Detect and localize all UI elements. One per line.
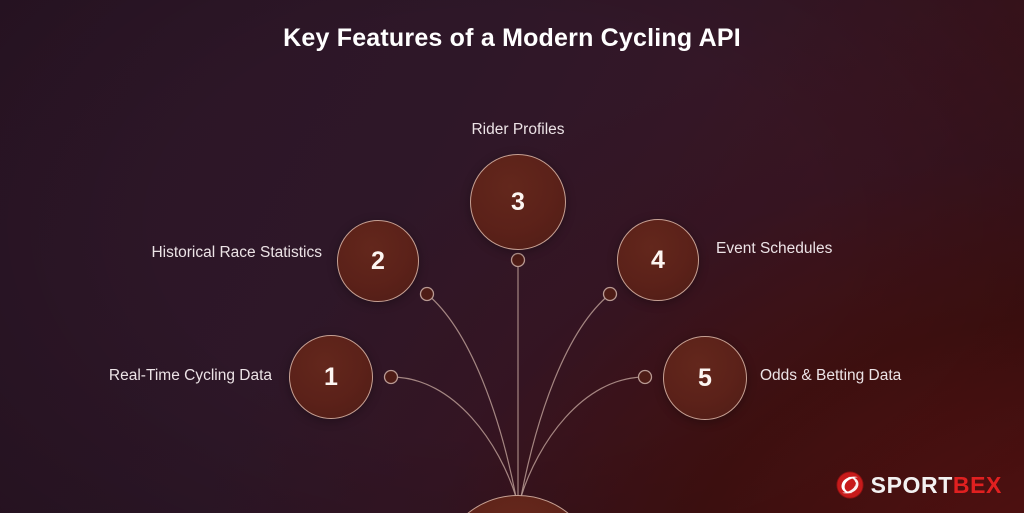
connector-dot-5	[637, 369, 653, 385]
connector-path-2	[426, 293, 517, 498]
node-circle-1[interactable]: 1	[289, 335, 373, 419]
node-number: 2	[371, 246, 385, 275]
node-label-1: Real-Time Cycling Data	[108, 367, 272, 384]
logo-text-accent: BEX	[952, 471, 1002, 498]
logo-text-primary: SPORT	[870, 471, 953, 498]
node-number: 3	[511, 187, 525, 216]
connector-path-4	[520, 293, 611, 498]
node-label-4: Event Schedules	[716, 240, 833, 257]
node-number: 1	[324, 362, 338, 391]
node-circle-5[interactable]: 5	[663, 336, 747, 420]
connector-path-5	[520, 376, 646, 498]
node-label-3: Rider Profiles	[471, 121, 565, 138]
connector-dot-1	[383, 369, 399, 385]
node-circle-2[interactable]: 2	[337, 220, 419, 302]
page-title: Key Features of a Modern Cycling API	[283, 24, 741, 52]
node-circle-4[interactable]: 4	[617, 219, 699, 301]
connector-dot-2	[419, 286, 435, 302]
connector-dot-3	[510, 252, 526, 268]
logo-wordmark: SPORTBEX	[870, 471, 1002, 498]
node-number: 4	[651, 245, 665, 274]
node-label-5: Odds & Betting Data	[760, 367, 902, 384]
connector-dot-4	[602, 286, 618, 302]
sportbex-logo: SPORTBEX	[836, 471, 1002, 499]
connector-path-1	[390, 376, 517, 498]
node-label-2: Historical Race Statistics	[151, 244, 322, 261]
node-circle-3[interactable]: 3	[470, 154, 566, 250]
node-number: 5	[698, 363, 712, 392]
swoosh-icon	[836, 471, 864, 499]
